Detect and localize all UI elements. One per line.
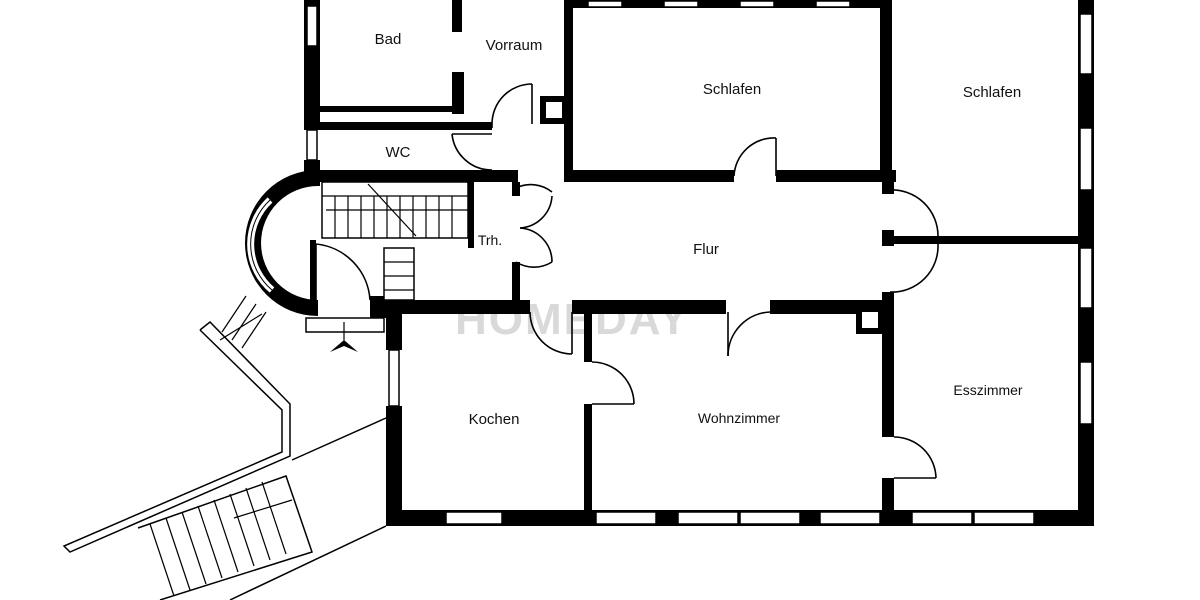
room-label-schlafen-2: Schlafen	[963, 84, 1021, 101]
room-label-flur: Flur	[693, 241, 719, 258]
stairs	[137, 181, 469, 600]
room-label-kochen: Kochen	[469, 411, 520, 428]
entrance-arrow	[330, 322, 358, 352]
room-label-trh: Trh.	[478, 232, 502, 248]
room-label-wohnzimmer: Wohnzimmer	[698, 410, 781, 426]
windows	[247, 0, 1093, 525]
room-label-esszimmer: Esszimmer	[953, 382, 1023, 398]
room-label-schlafen-1: Schlafen	[703, 81, 761, 98]
room-label-vorraum: Vorraum	[486, 37, 543, 54]
room-labels: Bad Vorraum Schlafen Schlafen WC Trh. Fl…	[375, 31, 1023, 428]
room-label-wc: WC	[386, 144, 411, 161]
doors	[315, 83, 939, 479]
walls	[245, 0, 1094, 526]
room-label-bad: Bad	[375, 31, 402, 48]
exterior-outline	[62, 320, 387, 600]
